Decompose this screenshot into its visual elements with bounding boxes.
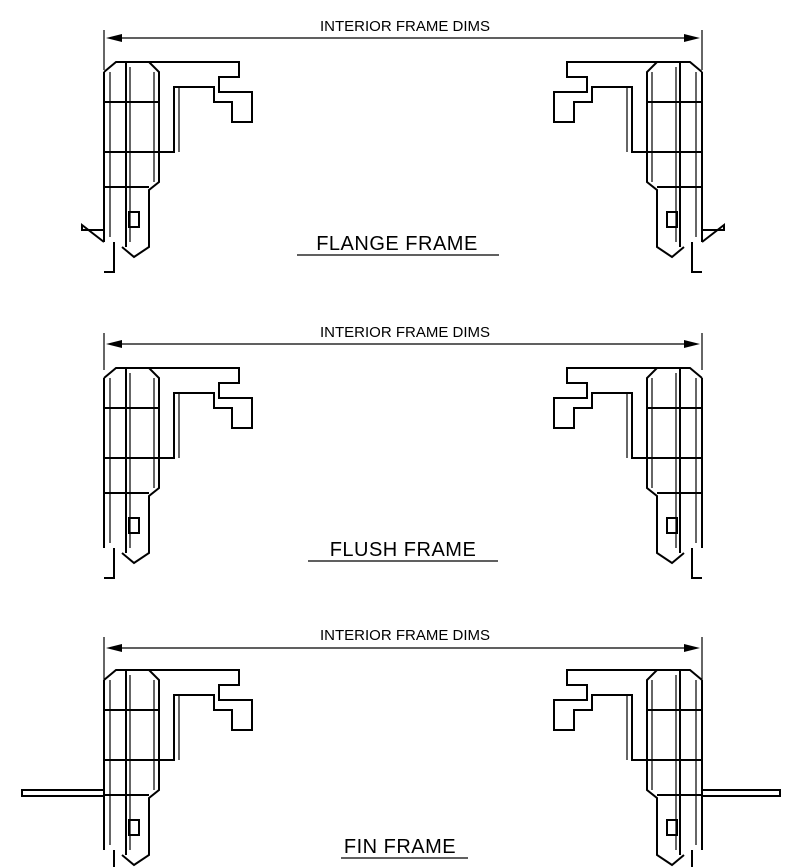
section-title: FIN FRAME <box>344 836 456 858</box>
section-fin: INTERIOR FRAME DIMS FIN FRAME <box>21 627 781 867</box>
dimension-label: INTERIOR FRAME DIMS <box>320 18 490 35</box>
section-title: FLUSH FRAME <box>330 539 477 561</box>
section-flange: INTERIOR FRAME DIMS FLANGE FRAME <box>81 18 725 273</box>
dimension-label: INTERIOR FRAME DIMS <box>320 324 490 341</box>
section-title: FLANGE FRAME <box>316 233 478 255</box>
section-flush: INTERIOR FRAME DIMS FLUSH FRAME <box>103 324 703 579</box>
dimension-label: INTERIOR FRAME DIMS <box>320 627 490 644</box>
